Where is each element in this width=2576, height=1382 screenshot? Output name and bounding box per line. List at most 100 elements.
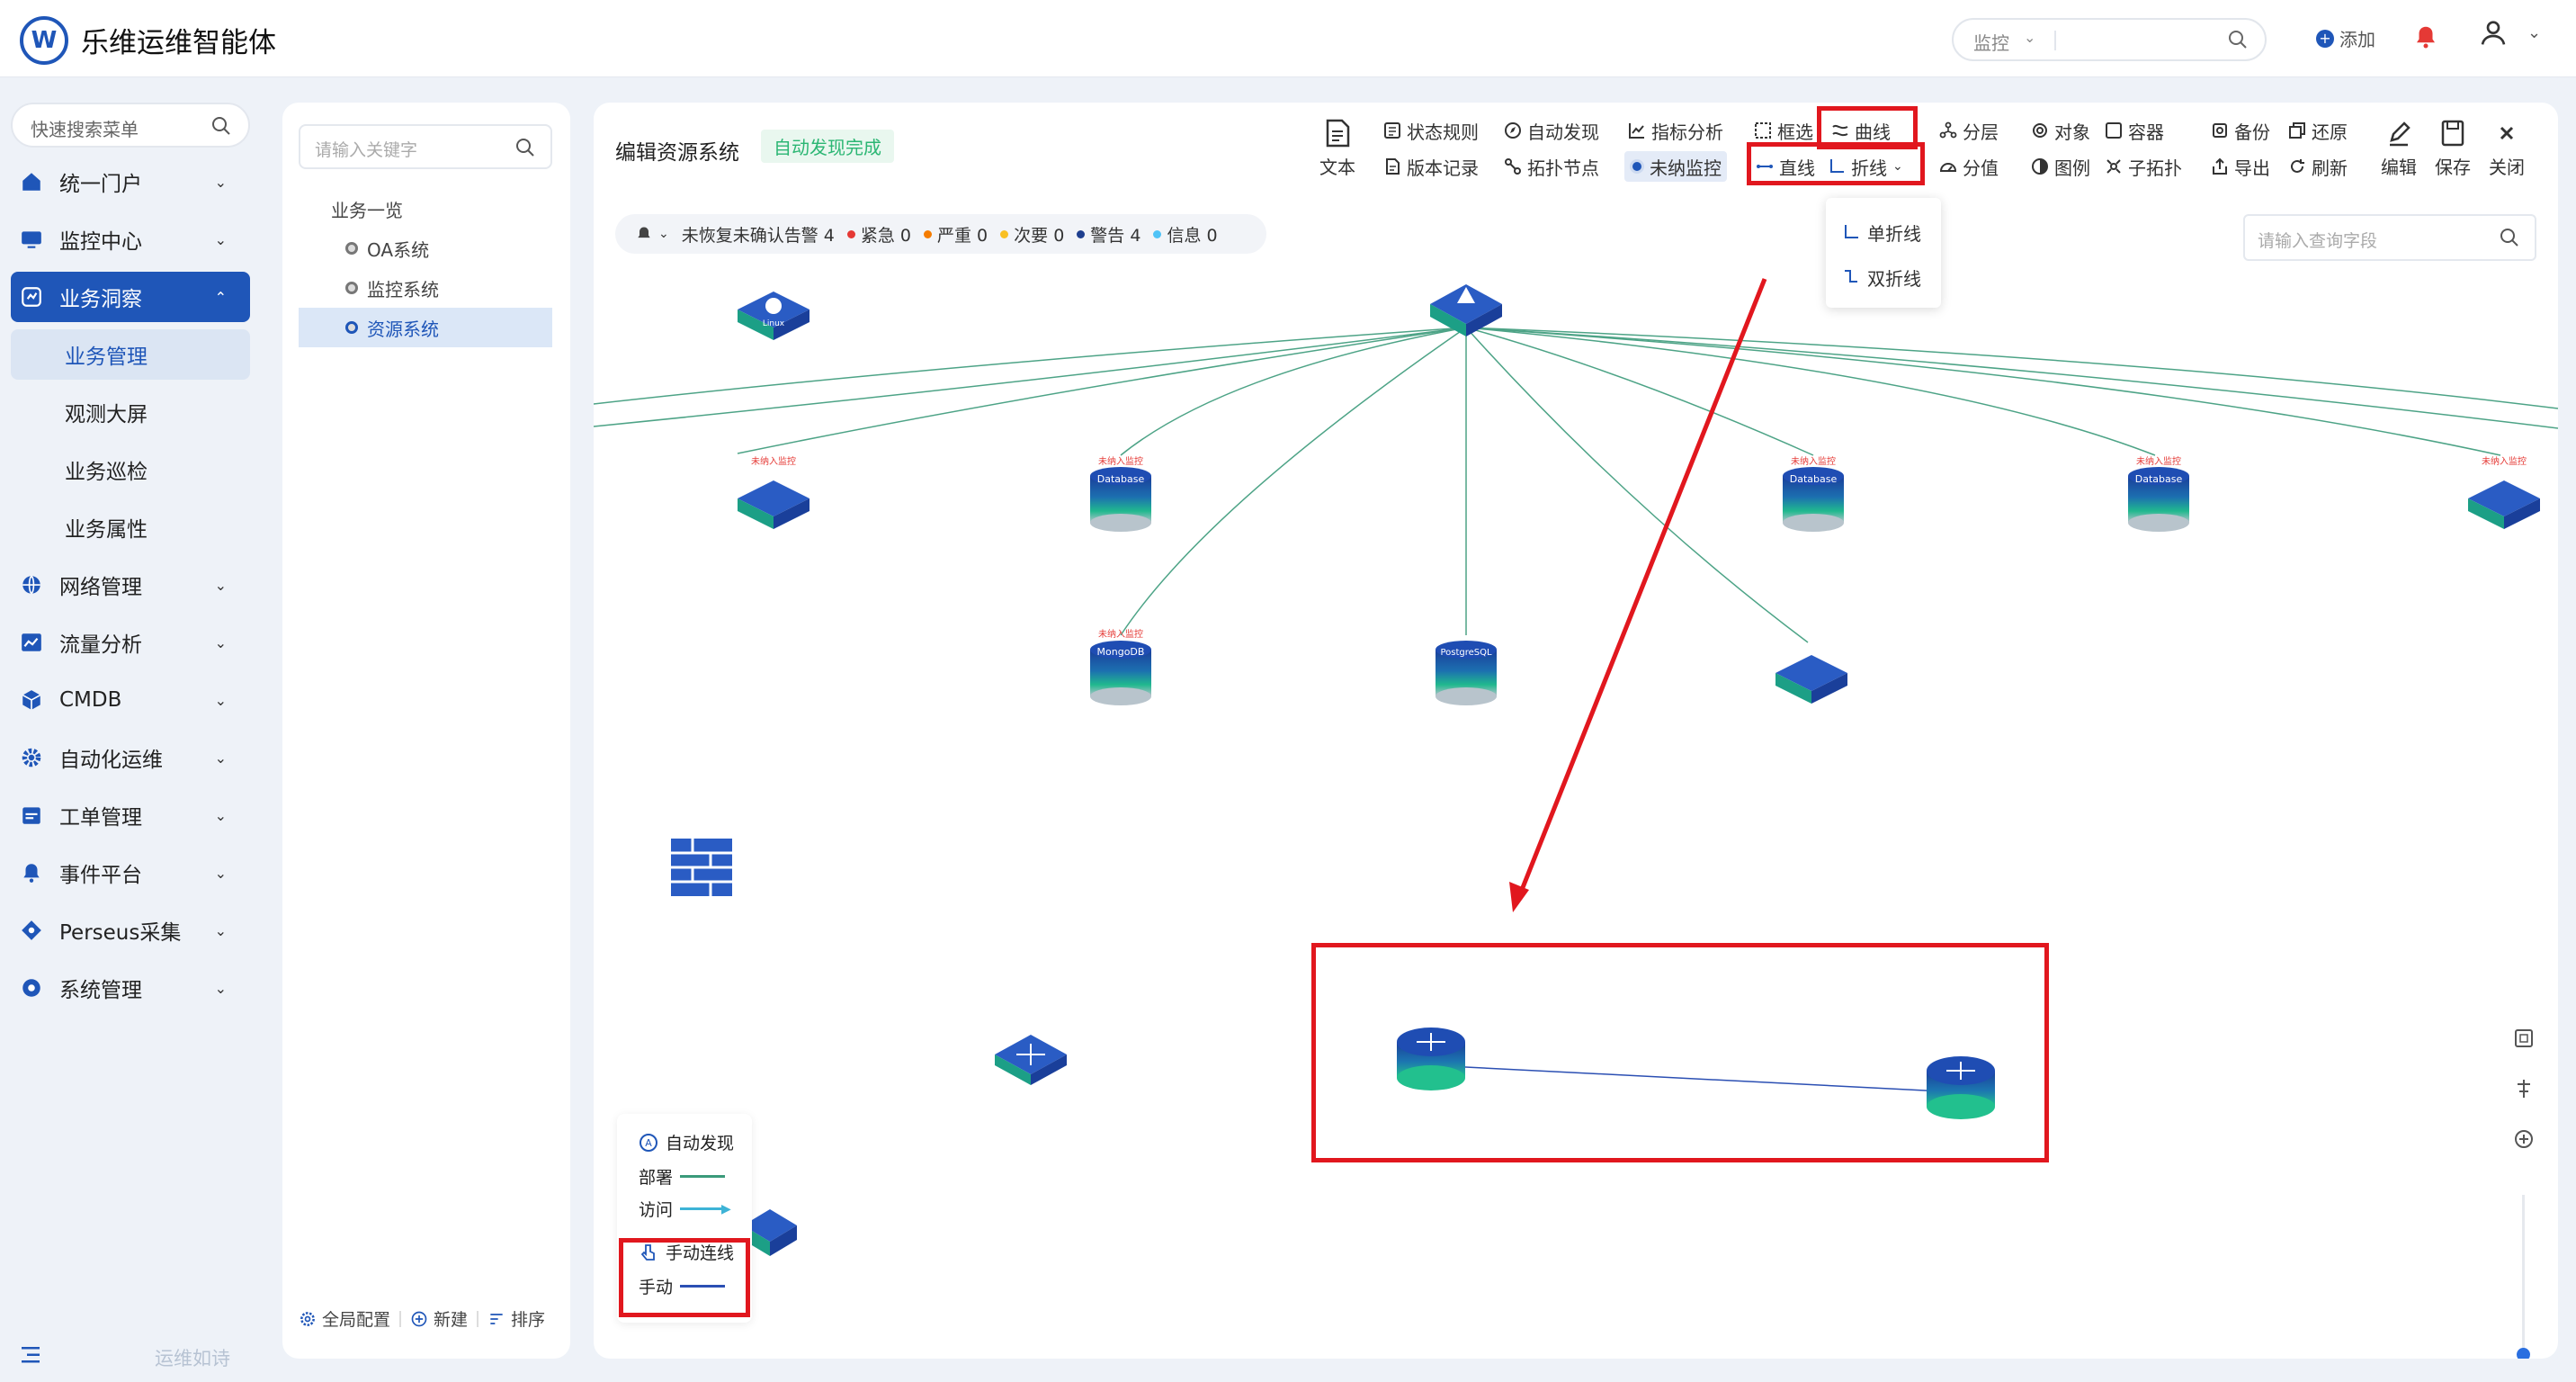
- object-button[interactable]: 对象: [2031, 115, 2090, 146]
- legend-button[interactable]: 图例: [2031, 151, 2090, 182]
- layer-button[interactable]: 分层: [1939, 115, 1999, 146]
- sidebar-subitem-business-mgmt[interactable]: 业务管理: [11, 329, 250, 380]
- user-icon[interactable]: [2479, 18, 2508, 47]
- database-node-1[interactable]: 未纳入监控 Database: [1090, 455, 1151, 532]
- tree-node-monitor[interactable]: 监控系统: [299, 268, 552, 308]
- new-button[interactable]: 新建: [410, 1306, 468, 1331]
- tree-search-input[interactable]: 请输入关键字: [299, 124, 552, 169]
- zoom-slider-handle[interactable]: [2517, 1348, 2530, 1359]
- metric-analysis-button[interactable]: 指标分析: [1628, 115, 1723, 146]
- sidebar-item-monitor-center[interactable]: 监控中心 ⌄: [11, 214, 250, 265]
- alarm-level-warning[interactable]: 警告 4: [1077, 222, 1140, 247]
- router-node-left[interactable]: [1397, 1028, 1465, 1090]
- tree-node-resource[interactable]: 资源系统: [299, 308, 552, 347]
- sidebar-item-event[interactable]: 事件平台 ⌄: [11, 848, 250, 898]
- alarm-filter-button[interactable]: ⌄: [635, 225, 669, 243]
- single-polyline-option[interactable]: 单折线: [1842, 214, 1921, 250]
- bell-icon[interactable]: [2412, 23, 2439, 50]
- sidebar-subitem-inspection[interactable]: 业务巡检: [11, 444, 250, 495]
- hub-node[interactable]: [1430, 284, 1502, 337]
- version-record-button[interactable]: 版本记录: [1383, 151, 1479, 182]
- straight-line-button[interactable]: 直线: [1756, 151, 1815, 182]
- network-node[interactable]: [743, 1209, 797, 1256]
- alarm-level-info[interactable]: 信息 0: [1153, 222, 1218, 247]
- edit-button[interactable]: 编辑: [2376, 119, 2421, 179]
- sidebar-subitem-attributes[interactable]: 业务属性: [11, 502, 250, 552]
- add-button[interactable]: + 添加: [2316, 25, 2375, 51]
- single-polyline-label: 单折线: [1867, 222, 1921, 245]
- system-node-icon: [345, 242, 358, 255]
- switch-node[interactable]: [995, 1035, 1067, 1085]
- legend-manual-link: 手动连线: [639, 1240, 734, 1264]
- refresh-button[interactable]: 刷新: [2288, 151, 2348, 182]
- mongodb-node[interactable]: 未纳入监控 MongoDB: [1090, 628, 1151, 705]
- chevron-down-icon[interactable]: ⌄: [2527, 23, 2542, 42]
- firewall-node[interactable]: [671, 839, 732, 896]
- sidebar-item-system[interactable]: 系统管理 ⌄: [11, 963, 250, 1013]
- legend-auto-discover-label: 自动发现: [666, 1134, 735, 1153]
- state-rule-button[interactable]: 状态规则: [1383, 115, 1479, 146]
- divider: [2054, 31, 2056, 50]
- field-search-input[interactable]: 请输入查询字段: [2243, 214, 2536, 261]
- fit-screen-button[interactable]: [2504, 1019, 2544, 1058]
- zoom-in-button[interactable]: [2504, 1119, 2544, 1159]
- alarm-level-major[interactable]: 严重 0: [924, 222, 988, 247]
- global-search[interactable]: 监控 ⌄: [1952, 18, 2267, 61]
- alarm-summary-bar: ⌄ 未恢复未确认告警 4 紧急 0 严重 0 次要 0 警告 4 信息 0: [615, 214, 1266, 254]
- sidebar-subitem-big-screen[interactable]: 观测大屏: [11, 387, 250, 437]
- unmonitored-toggle[interactable]: 未纳监控: [1624, 151, 1727, 182]
- bell-icon: [638, 227, 650, 238]
- sidebar-item-cmdb[interactable]: CMDB ⌄: [11, 675, 250, 725]
- container-button[interactable]: 容器: [2105, 115, 2164, 146]
- database-node-2[interactable]: 未纳入监控 Database: [1783, 455, 1844, 532]
- menu-collapse-icon[interactable]: [20, 1344, 43, 1366]
- sub-topo-button[interactable]: 子拓扑: [2105, 151, 2182, 182]
- double-polyline-label: 双折线: [1867, 267, 1921, 290]
- sidebar-item-automation[interactable]: 自动化运维 ⌄: [11, 732, 250, 783]
- zoom-slider-track[interactable]: [2522, 1195, 2525, 1359]
- save-button[interactable]: 保存: [2430, 119, 2475, 179]
- text-button[interactable]: 文本: [1315, 119, 1360, 179]
- export-button[interactable]: 导出: [2211, 151, 2270, 182]
- menu-search-input[interactable]: 快速搜索菜单: [11, 103, 250, 148]
- backup-button[interactable]: 备份: [2211, 115, 2270, 146]
- topology-canvas[interactable]: Linux 未纳入监控 未纳入监控 Database 未纳入监控: [594, 103, 2558, 1359]
- tomcat-node-right[interactable]: 未纳入监控: [2468, 455, 2540, 529]
- search-icon[interactable]: [2227, 29, 2249, 50]
- align-button[interactable]: [2504, 1069, 2544, 1108]
- tree-node-label: OA系统: [367, 238, 430, 261]
- double-polyline-option[interactable]: 双折线: [1842, 259, 1921, 295]
- database-node-3[interactable]: 未纳入监控 Database: [2128, 455, 2189, 532]
- auto-discover-button[interactable]: 自动发现: [1504, 115, 1599, 146]
- compass-icon: [1505, 122, 1521, 139]
- database-label: Database: [2135, 473, 2183, 485]
- postgresql-node[interactable]: PostgreSQL: [1436, 641, 1497, 705]
- tomcat-node-left[interactable]: 未纳入监控: [738, 455, 809, 529]
- router-node-right[interactable]: [1927, 1056, 1995, 1119]
- alarm-level-critical[interactable]: 紧急 0: [846, 222, 911, 247]
- sidebar-item-portal[interactable]: 统一门户 ⌄: [11, 157, 250, 207]
- split-value-button[interactable]: 分值: [1939, 151, 1999, 182]
- tree-root[interactable]: 业务一览: [331, 200, 403, 221]
- global-config-button[interactable]: 全局配置: [299, 1306, 390, 1331]
- sidebar-item-network[interactable]: 网络管理 ⌄: [11, 560, 250, 610]
- sidebar-item-traffic[interactable]: 流量分析 ⌄: [11, 617, 250, 668]
- topo-node-button[interactable]: 拓扑节点: [1504, 151, 1599, 182]
- close-button[interactable]: 关闭: [2484, 119, 2529, 179]
- sub-topo-label: 子拓扑: [2128, 157, 2182, 179]
- restore-button[interactable]: 还原: [2288, 115, 2348, 146]
- alarm-level-minor[interactable]: 次要 0: [1000, 222, 1064, 247]
- manual-link-line[interactable]: [1429, 1064, 1962, 1093]
- sidebar-item-perseus[interactable]: Perseus采集 ⌄: [11, 905, 250, 956]
- nginx-node[interactable]: [1775, 655, 1847, 704]
- sidebar-item-ticket[interactable]: 工单管理 ⌄: [11, 790, 250, 840]
- sidebar-item-business-insight[interactable]: 业务洞察 ⌃: [11, 272, 250, 322]
- sort-button[interactable]: 排序: [487, 1306, 545, 1331]
- curve-line-button[interactable]: 曲线: [1831, 115, 1891, 146]
- tree-node-oa[interactable]: OA系统: [299, 229, 552, 268]
- polyline-button[interactable]: 折线 ⌄: [1828, 151, 1903, 182]
- box-select-button[interactable]: 框选: [1754, 115, 1813, 146]
- linux-host-node[interactable]: Linux: [738, 292, 809, 340]
- search-scope-select[interactable]: 监控: [1973, 32, 2009, 54]
- home-icon: [22, 173, 40, 191]
